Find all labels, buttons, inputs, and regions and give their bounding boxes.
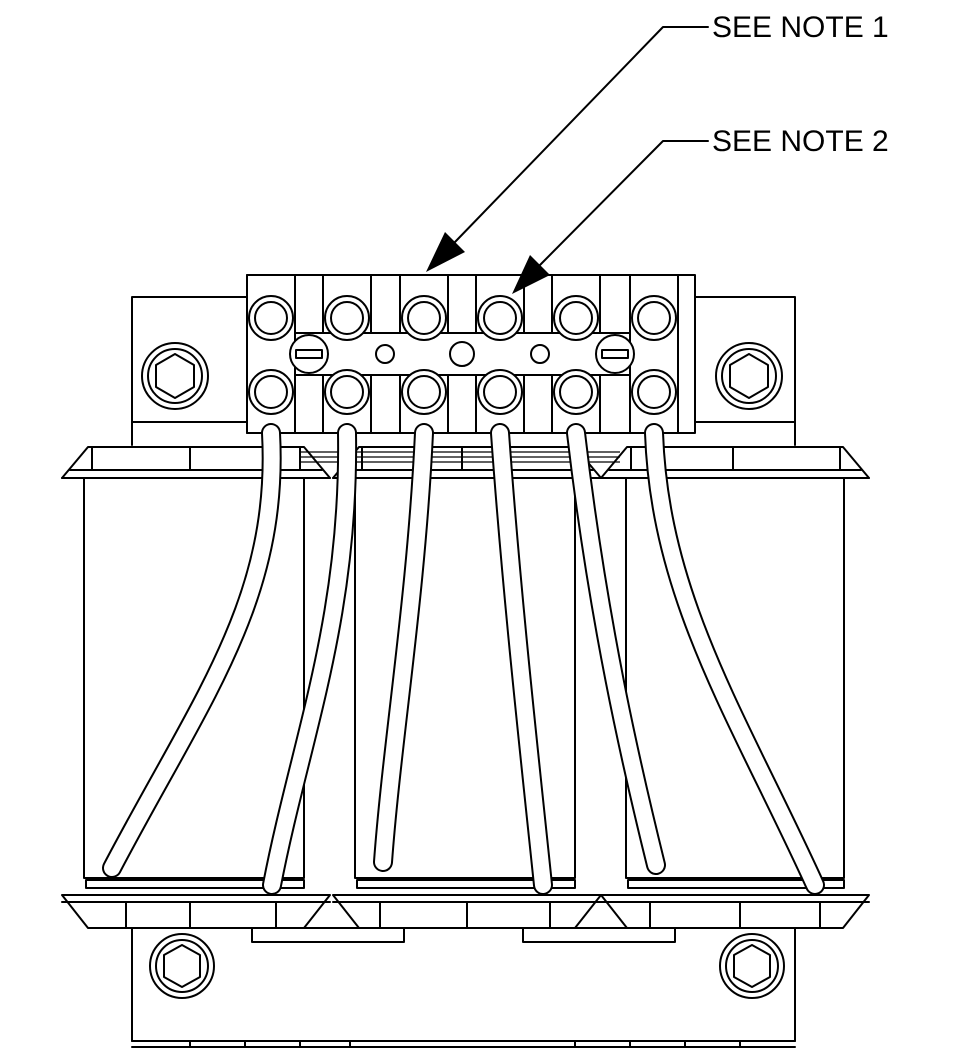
terminal-screw-row-top [248,295,677,341]
callout-1-label: SEE NOTE 1 [712,11,889,44]
top-left-hex-bolt-icon [141,342,209,410]
terminal-mount-screw-left-icon [289,334,329,374]
bottom-flange-left [61,879,331,929]
callout-note-2: SEE NOTE 2 [512,125,889,294]
wire-group [102,423,825,895]
callout-note-1: SEE NOTE 1 [426,11,889,272]
callout-2-arrowhead-icon [512,255,550,294]
bottom-spacer-left [251,927,405,943]
terminal-block [246,274,696,434]
wire-2 [262,423,358,895]
terminal-mount-screw-right-icon [595,334,635,374]
top-right-hex-bolt-icon [715,342,783,410]
bottom-left-hex-bolt-icon [149,933,215,999]
wire-3 [373,423,434,872]
wire-6 [644,423,825,895]
bottom-spacer-right [522,927,676,943]
bottom-right-hex-bolt-icon [719,933,785,999]
terminal-screw-row-bottom [248,369,677,415]
wire-4 [490,423,553,895]
top-flange-left [61,446,331,479]
top-flange-right [600,446,870,479]
callout-1-arrowhead-icon [426,232,465,272]
bottom-flange-center [332,879,602,929]
bottom-bracket [131,927,796,1048]
wire-5 [566,423,666,875]
bottom-flange-right [600,879,870,929]
wire-1 [102,423,282,878]
callout-2-label: SEE NOTE 2 [712,125,889,158]
